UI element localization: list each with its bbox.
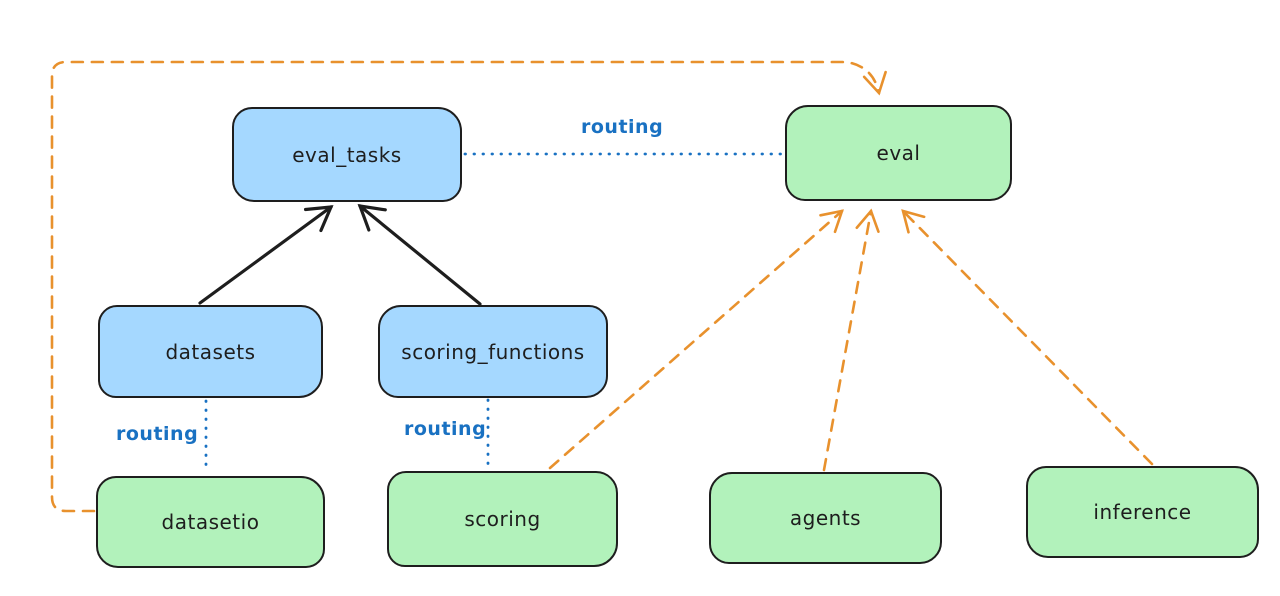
node-scoring-functions-label: scoring_functions [401,339,585,364]
edge-label-routing-middle: routing [404,418,487,440]
edge-datasetio-to-eval [50,60,887,513]
edge-inference-to-eval [901,209,1154,466]
node-datasetio: datasetio [96,476,325,568]
node-datasets-label: datasets [165,339,256,364]
edge-scoring-functions-to-eval-tasks [357,204,482,306]
node-scoring-label: scoring [464,507,541,531]
node-datasets: datasets [98,305,323,398]
node-scoring-functions: scoring_functions [378,305,608,398]
node-eval: eval [785,105,1012,201]
node-agents: agents [709,472,942,564]
edge-scoring-to-eval [548,209,844,470]
node-eval-tasks-label: eval_tasks [292,142,402,167]
edge-label-routing-top: routing [581,116,664,138]
node-eval-label: eval [876,141,921,165]
edge-agents-to-eval [822,208,880,472]
node-inference-label: inference [1093,500,1192,524]
node-inference: inference [1026,466,1259,558]
node-scoring: scoring [387,471,618,567]
node-agents-label: agents [789,506,862,530]
edge-label-routing-left: routing [116,423,199,445]
node-eval-tasks: eval_tasks [232,107,462,202]
edge-datasets-to-eval-tasks [198,205,334,305]
node-datasetio-label: datasetio [161,510,260,534]
